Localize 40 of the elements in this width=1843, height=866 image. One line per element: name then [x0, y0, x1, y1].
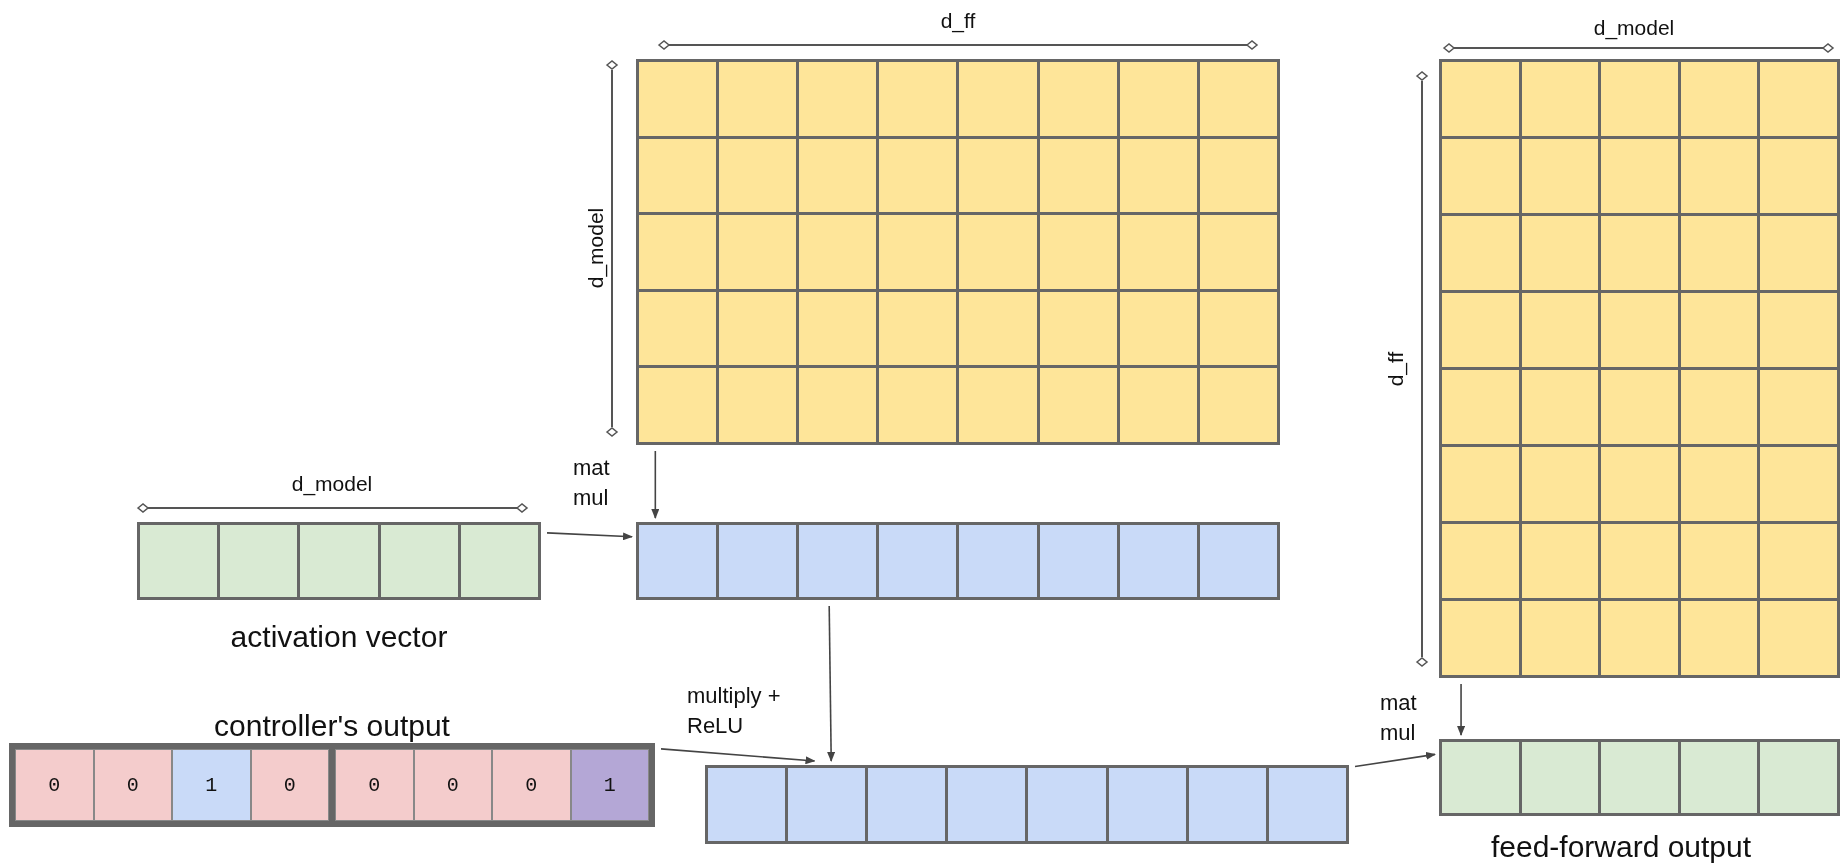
vector: [137, 522, 541, 600]
edge-label: mat mul: [573, 454, 611, 512]
vector-caption: controller's output: [214, 708, 450, 742]
vector-caption: feed-forward output: [1490, 829, 1752, 863]
vector-cell: [15, 749, 94, 821]
vector-cell: [570, 749, 649, 821]
arrow: [660, 748, 816, 765]
dimension-label: d_model: [291, 472, 373, 496]
cell-value: 0: [283, 773, 296, 797]
vector-caption: activation vector: [230, 619, 448, 653]
controller-vector: [9, 743, 655, 827]
cell-value: 0: [446, 773, 459, 797]
vector: [1439, 739, 1840, 816]
cell-value: 0: [368, 773, 381, 797]
vector-cell: [413, 749, 492, 821]
vector-cell: [335, 749, 414, 821]
edge-label: multiply + ReLU: [687, 682, 782, 740]
vector-cell: [492, 749, 571, 821]
cell-value: 0: [126, 773, 139, 797]
weight-matrix: [1439, 59, 1840, 678]
vector: [636, 522, 1280, 600]
vector: [705, 765, 1349, 844]
weight-matrix: [636, 59, 1280, 445]
dimension-label: d_ff: [1384, 351, 1408, 387]
edge-label: mat mul: [1380, 689, 1418, 747]
cell-value: 1: [603, 773, 616, 797]
vector-cell: [250, 749, 329, 821]
arrow: [1354, 751, 1436, 768]
arrow: [1457, 683, 1466, 736]
arrow: [827, 605, 836, 762]
dimension-label: d_model: [1593, 16, 1675, 40]
dimension-label: d_model: [584, 207, 608, 289]
cell-value: 0: [48, 773, 61, 797]
vector-cell: [172, 749, 251, 821]
cell-value: 0: [525, 773, 538, 797]
dimension-label: d_ff: [940, 9, 976, 33]
arrow: [546, 532, 633, 541]
arrow: [651, 450, 660, 519]
cell-value: 1: [205, 773, 218, 797]
vector-cell: [93, 749, 172, 821]
